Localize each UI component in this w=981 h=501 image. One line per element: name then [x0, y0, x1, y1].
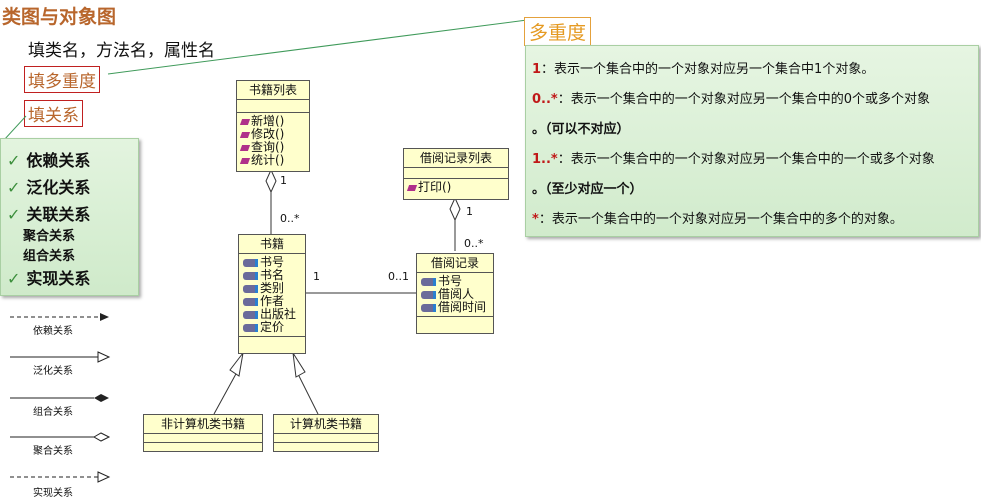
class-non-cs-book: 非计算机类书籍 [143, 414, 263, 452]
attribute-row: 定价 [239, 321, 305, 334]
class-name: 借阅记录列表 [404, 149, 508, 168]
multiplicity-line: 。（可以不对应） [532, 122, 630, 137]
class-cs-book: 计算机类书籍 [273, 414, 379, 452]
class-borrow-list: 借阅记录列表 打印() [403, 148, 509, 200]
operation-row: 查询() [237, 141, 309, 154]
relation-item-realization: ✓实现关系 [7, 269, 91, 288]
operation-icon [406, 184, 418, 191]
attribute-icon [421, 277, 436, 286]
multiplicity-label: 1 [313, 270, 320, 283]
multiplicity-label: 1 [466, 205, 473, 218]
legend-label-realization: 实现关系 [33, 488, 73, 499]
attribute-row: 借阅人 [417, 288, 493, 301]
relation-item-composition: 组合关系 [23, 249, 76, 264]
attribute-icon [243, 258, 258, 267]
attribute-row: 类别 [239, 282, 305, 295]
attribute-icon [243, 284, 258, 293]
legend-label-dependency: 依赖关系 [33, 326, 73, 337]
multiplicity-panel: 1：表示一个集合中的一个对象对应另一个集合中1个对象。 0..*：表示一个集合中… [525, 45, 979, 237]
attribute-row: 出版社 [239, 308, 305, 321]
multiplicity-title: 多重度 [524, 17, 592, 46]
attribute-icon [243, 323, 258, 332]
multiplicity-line: 。（至少对应一个） [532, 182, 643, 197]
check-icon: ✓ [7, 205, 21, 224]
legend-label-aggregation: 聚合关系 [33, 446, 73, 457]
operation-icon [239, 157, 251, 164]
attribute-icon [243, 271, 258, 280]
class-name: 书籍 [239, 235, 305, 254]
check-icon: ✓ [7, 178, 21, 197]
class-name: 借阅记录 [417, 254, 493, 273]
class-book: 书籍 书号 书名 类别 作者 出版社 定价 [238, 234, 306, 354]
relation-item-association: ✓关联关系 [7, 205, 91, 224]
multiplicity-line: 0..*：表示一个集合中的一个对象对应另一个集合中的0个或多个对象 [532, 92, 931, 107]
attribute-row: 作者 [239, 295, 305, 308]
subtitle: 填类名，方法名，属性名 [28, 41, 215, 61]
attribute-row: 书名 [239, 269, 305, 282]
check-icon: ✓ [7, 151, 21, 170]
multiplicity-line: 1..*：表示一个集合中的一个对象对应另一个集合中的一个或多个对象 [532, 152, 935, 167]
operation-icon [239, 118, 251, 125]
relation-item-dependency: ✓依赖关系 [7, 151, 91, 170]
relation-legend: 依赖关系 泛化关系 组合关系 聚合关系 实现关系 [0, 300, 137, 501]
class-name: 非计算机类书籍 [144, 415, 262, 434]
multiplicity-label: 1 [280, 174, 287, 187]
attribute-row: 借阅时间 [417, 301, 493, 314]
class-name: 计算机类书籍 [274, 415, 378, 434]
attribute-row: 书号 [417, 275, 493, 288]
class-borrow-record: 借阅记录 书号 借阅人 借阅时间 [416, 253, 494, 334]
multiplicity-line: 1：表示一个集合中的一个对象对应另一个集合中1个对象。 [532, 62, 875, 77]
operation-icon [239, 131, 251, 138]
attribute-icon [243, 297, 258, 306]
operation-icon [239, 144, 251, 151]
operation-row: 打印() [404, 181, 508, 194]
operation-row: 统计() [237, 154, 309, 167]
class-name: 书籍列表 [237, 81, 309, 100]
relation-item-generalization: ✓泛化关系 [7, 178, 91, 197]
multiplicity-label: 0..1 [388, 270, 409, 283]
operation-row: 修改() [237, 128, 309, 141]
multiplicity-line: *：表示一个集合中的一个对象对应另一个集合中的多个的对象。 [532, 212, 903, 227]
multiplicity-label: 0..* [280, 212, 300, 225]
multiplicity-label: 0..* [464, 237, 484, 250]
attribute-row: 书号 [239, 256, 305, 269]
page-title: 类图与对象图 [2, 6, 117, 28]
legend-label-composition: 组合关系 [33, 407, 73, 418]
fill-multiplicity-label: 填多重度 [24, 66, 100, 93]
relation-item-aggregation: 聚合关系 [23, 229, 76, 244]
legend-label-generalization: 泛化关系 [33, 366, 73, 377]
legend-arrows [10, 313, 111, 483]
attribute-icon [421, 303, 436, 312]
attribute-icon [243, 310, 258, 319]
class-book-list: 书籍列表 新增() 修改() 查询() 统计() [236, 80, 310, 172]
operation-row: 新增() [237, 115, 309, 128]
check-icon: ✓ [7, 269, 21, 288]
attribute-icon [421, 290, 436, 299]
fill-relation-label: 填关系 [24, 100, 83, 127]
relation-list-panel: ✓依赖关系 ✓泛化关系 ✓关联关系 聚合关系 组合关系 ✓实现关系 [0, 138, 139, 296]
